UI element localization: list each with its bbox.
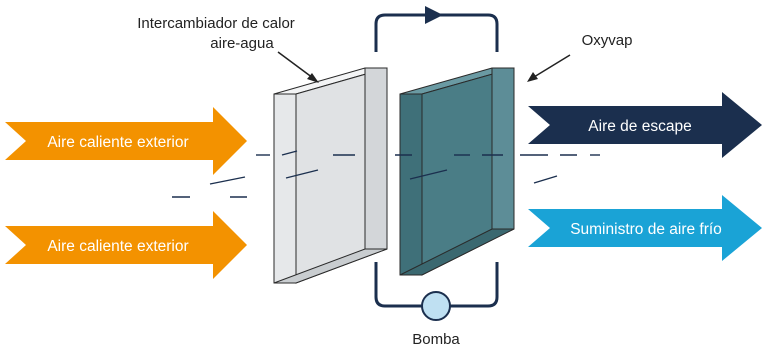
oxyvap-panel (399, 67, 515, 276)
exhaust-arrow (528, 92, 762, 158)
airflow-dash-lines (172, 150, 600, 198)
inlet-arrow-bottom-label: Aire caliente exterior (47, 238, 188, 255)
heat-exchanger-leader-arrowhead-icon (307, 73, 319, 83)
oxyvap-leader-line (533, 54, 571, 78)
inlet-arrow-top-label: Aire caliente exterior (47, 134, 188, 151)
flow-direction-arrowhead-icon (425, 6, 443, 24)
heat-exchanger-label-line2: aire-agua (210, 35, 274, 52)
water-pipe-top (374, 13, 499, 52)
supply-arrow-label: Suministro de aire frío (570, 221, 722, 238)
pump-label: Bomba (412, 331, 460, 348)
inlet-arrow-bottom (5, 211, 247, 279)
heat-exchanger-leader-line (277, 51, 314, 79)
heat-exchanger-label-line1: Intercambiador de calor (137, 15, 295, 32)
oxyvap-leader-arrowhead-icon (527, 72, 538, 82)
exhaust-arrow-label: Aire de escape (588, 118, 691, 135)
inlet-arrow-top (5, 107, 247, 175)
heat-exchanger-panel (273, 67, 388, 284)
pump-icon (421, 291, 451, 321)
supply-arrow (528, 195, 762, 261)
oxyvap-label: Oxyvap (582, 32, 633, 49)
